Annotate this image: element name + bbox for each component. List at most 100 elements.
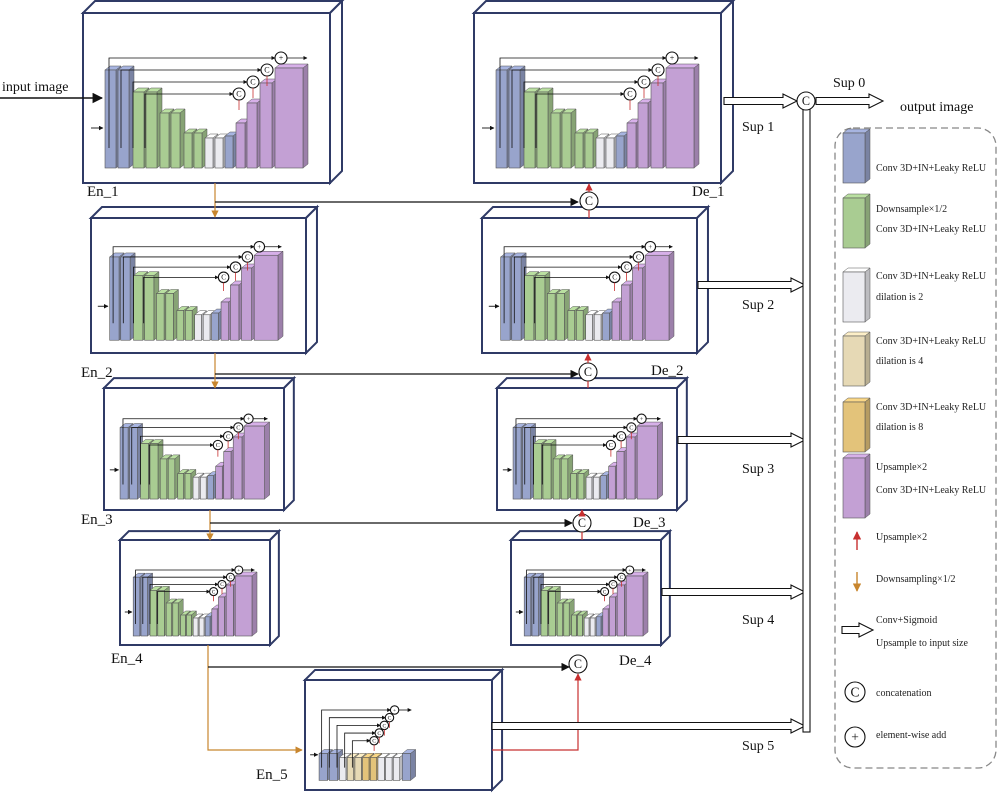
de1-label: De_1 [692, 184, 725, 200]
de2-add-node-0: + [644, 240, 657, 253]
sup1-arrow [723, 93, 799, 109]
de4-skip-1 [533, 575, 619, 624]
de1-concat-node-2: C [637, 75, 651, 89]
svg-text:+: + [279, 54, 284, 63]
svg-text:C: C [603, 589, 607, 595]
legend-down-text-2: Conv 3D+IN+Leaky ReLU [876, 224, 987, 235]
en4-skip-2 [149, 582, 219, 624]
sup3-arrow [677, 432, 807, 448]
de1-concat-node-3: C [623, 87, 637, 101]
svg-text:C: C [627, 90, 632, 99]
en4-concat-node-2: C [217, 579, 227, 589]
en5-concat-node-4: C [369, 735, 379, 746]
en1-skip-0 [108, 56, 276, 148]
en4-module: +CCC [117, 528, 282, 648]
en1-block-14 [274, 63, 309, 169]
legend-d2-text-2: dilation is 2 [876, 292, 923, 303]
legend-swatch-conv [842, 128, 871, 184]
en4-concat-node-3: C [209, 587, 219, 597]
de3-add-node-0: + [636, 413, 647, 424]
de3-skip-1 [524, 425, 628, 485]
de3-concat-node-3: C [605, 439, 617, 451]
sup2-label: Sup 2 [742, 298, 774, 313]
en5-block-10 [401, 748, 417, 781]
svg-text:C: C [377, 731, 381, 737]
concat-node-sup0: C [796, 91, 816, 111]
svg-text:+: + [640, 416, 644, 423]
en3-skip-2 [140, 434, 225, 485]
svg-text:+: + [247, 416, 251, 423]
de4-label: De_4 [619, 653, 652, 669]
de3-block-14 [636, 421, 664, 500]
en5-concat-node-2: C [379, 720, 390, 731]
en2-module: +CCC [88, 204, 320, 356]
en5-skip-4 [351, 738, 371, 768]
en5-concat-node-1: C [384, 712, 395, 723]
en4-add-node-0: + [234, 565, 244, 575]
en5-label: En_5 [256, 767, 288, 783]
svg-text:C: C [236, 90, 241, 99]
de4-block-14 [625, 571, 649, 637]
legend-d8-text-2: dilation is 8 [876, 422, 923, 433]
svg-text:C: C [641, 78, 646, 87]
legend-conv-text: Conv 3D+IN+Leaky ReLU [876, 163, 987, 174]
de1-block-3 [536, 87, 554, 169]
de1-block-14 [665, 63, 700, 169]
sup5-label: Sup 5 [742, 739, 774, 754]
legend-d2-text-1: Conv 3D+IN+Leaky ReLU [876, 271, 987, 282]
sup4-arrow [661, 584, 807, 600]
de4-concat-node-1: C [616, 572, 626, 582]
en1-skip-1 [120, 68, 262, 148]
svg-text:C: C [382, 723, 386, 729]
legend-concat-text: concatenation [876, 688, 932, 699]
de2-skip-3 [534, 275, 610, 324]
up-arrow-en5 [492, 673, 582, 751]
en3-concat-node-2: C [222, 431, 234, 442]
en4-skip-1 [142, 575, 228, 624]
de1-skip-3 [535, 92, 625, 148]
en1-block-13 [259, 78, 278, 169]
en3-label: En_3 [81, 512, 113, 528]
legend-d4-text-1: Conv 3D+IN+Leaky ReLU [876, 336, 987, 347]
svg-text:C: C [624, 264, 629, 272]
en2-skip-2 [133, 265, 231, 324]
svg-text:C: C [372, 739, 376, 745]
legend-orange-arrow-text: Downsampling×1/2 [876, 574, 956, 585]
de2-skip-2 [524, 265, 622, 324]
de3-skip-2 [533, 434, 618, 485]
sup0-label: Sup 0 [833, 76, 865, 91]
legend-add-text: element-wise add [876, 730, 946, 741]
en1-concat-node-3: C [232, 87, 246, 101]
en3-concat-node-1: C [233, 422, 244, 433]
svg-text:C: C [585, 194, 593, 208]
legend-sigmoid-text-1: Conv+Sigmoid [876, 615, 937, 626]
legend-concat-symbol: C [844, 681, 866, 703]
en1-module: +CCC [80, 0, 345, 186]
en2-block-3 [143, 271, 160, 341]
en4-skip-3 [156, 589, 211, 624]
svg-text:+: + [393, 708, 396, 714]
en5-skip-0 [321, 708, 392, 768]
svg-text:C: C [221, 274, 226, 282]
en3-add-node-0: + [243, 413, 254, 424]
de4-module: +CCC [508, 528, 673, 648]
de4-concat-node-3: C [600, 587, 610, 597]
sup-collector-bar [802, 103, 811, 733]
legend-swatch-d2 [842, 267, 871, 323]
svg-text:C: C [226, 433, 230, 440]
en3-block-14 [243, 421, 271, 500]
svg-text:+: + [628, 568, 631, 574]
en2-concat-node-1: C [241, 251, 254, 263]
sup2-arrow [697, 277, 807, 293]
en3-skip-0 [122, 416, 245, 485]
en4-skip-0 [135, 568, 236, 624]
en1-label: En_1 [87, 184, 119, 200]
en1-skip-3 [144, 92, 234, 148]
de1-block-12 [637, 98, 654, 169]
en3-skip-3 [148, 443, 214, 485]
en5-skip-3 [344, 731, 376, 768]
output-image-label: output image [900, 100, 974, 115]
svg-text:C: C [609, 442, 613, 449]
svg-text:C: C [245, 253, 250, 261]
